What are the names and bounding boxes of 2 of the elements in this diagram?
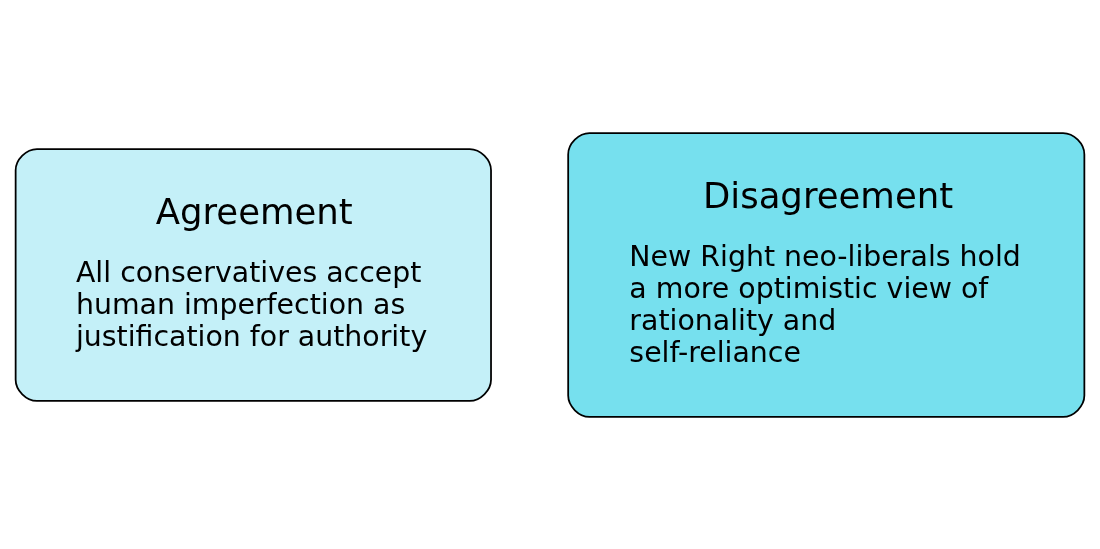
- node-box: Agreement All conservatives accept human imperfection as justification for authority: [14, 147, 492, 402]
- node-box: Disagreement New Right neo-liberals hold a more optimistic view of rationality and self-reliance: [567, 131, 1086, 418]
